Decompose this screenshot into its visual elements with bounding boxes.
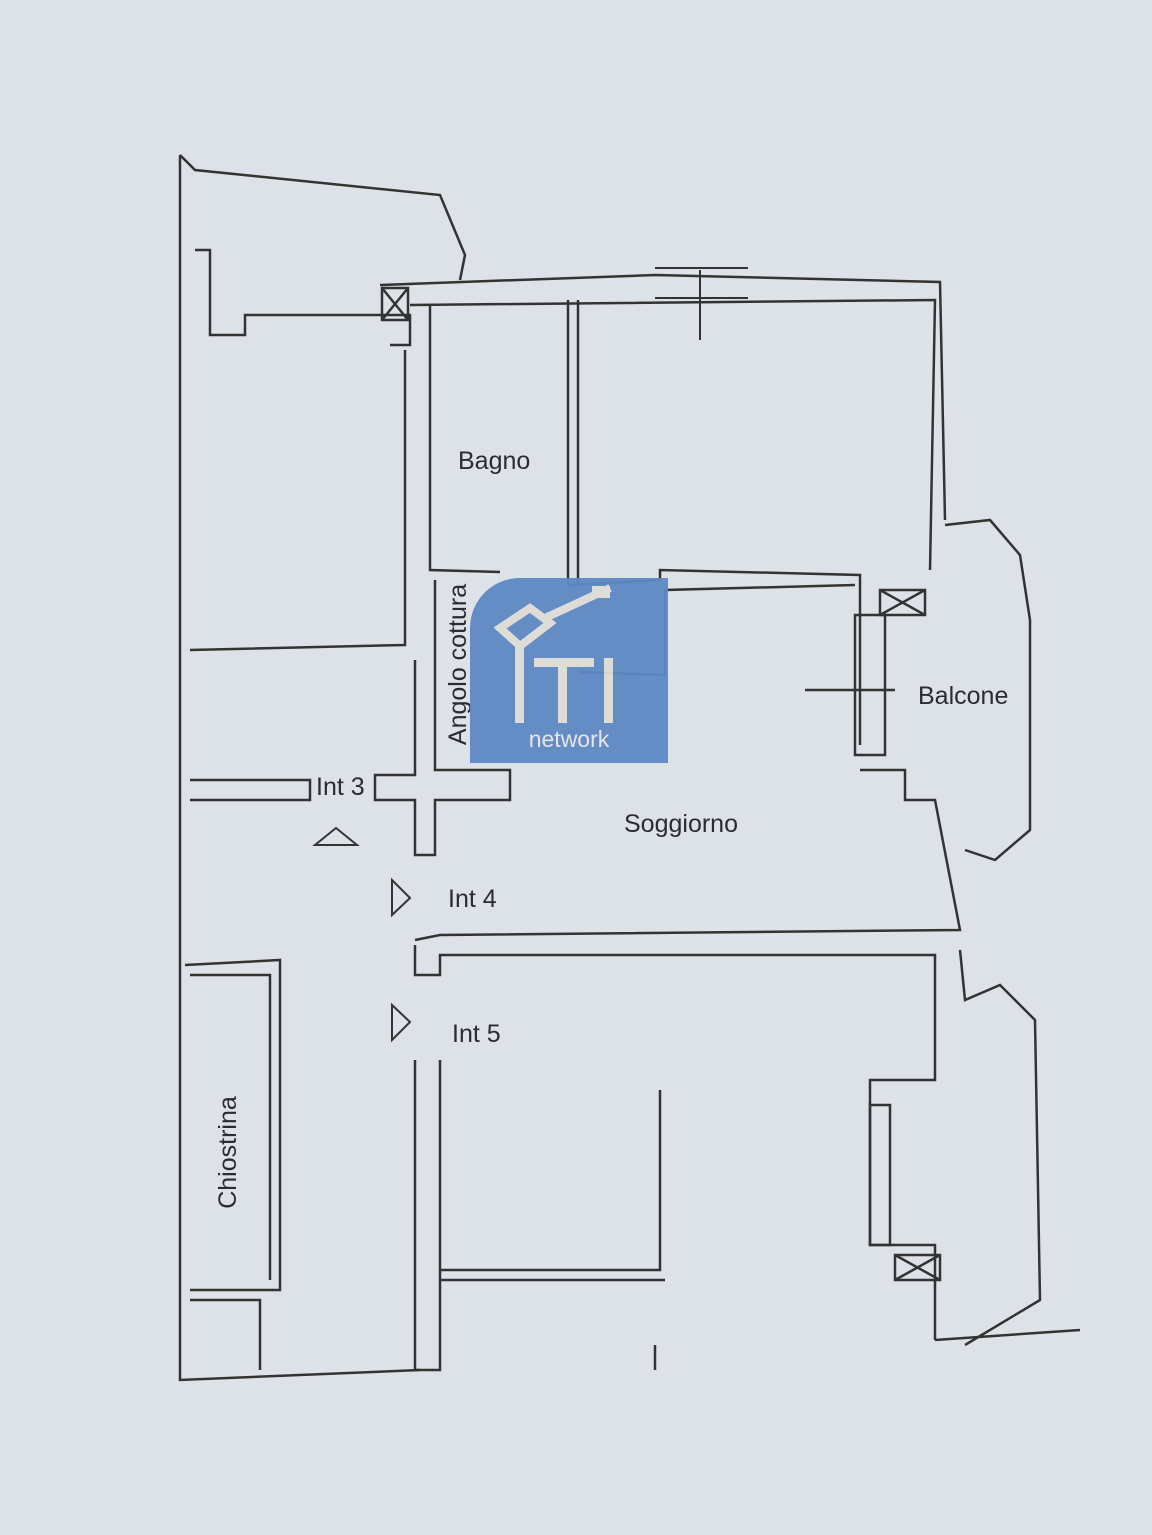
outer-wall-left (178, 155, 421, 1382)
key-icon (493, 584, 613, 723)
room-label-balcone: Balcone (918, 682, 1009, 710)
door-label-int3: Int 3 (316, 773, 365, 801)
room-label-chiostrina: Chiostrina (213, 1096, 242, 1209)
door-label-int4: Int 4 (448, 885, 497, 913)
room-label-bagno: Bagno (458, 447, 531, 475)
balcone-outline (944, 518, 1032, 862)
door-arrow-icon (391, 877, 412, 918)
watermark-tagline: network (528, 726, 610, 752)
door-arrow-icon (312, 826, 360, 846)
door-arrow-icon (391, 1002, 412, 1043)
shaft-icon (380, 286, 410, 322)
watermark-logo: network (470, 578, 668, 763)
door-label-int5: Int 5 (452, 1020, 501, 1048)
room-label-soggiorno: Soggiorno (624, 810, 738, 838)
room-label-angolo-cottura: Angolo cottura (444, 583, 473, 746)
outer-wall-top (379, 273, 947, 521)
